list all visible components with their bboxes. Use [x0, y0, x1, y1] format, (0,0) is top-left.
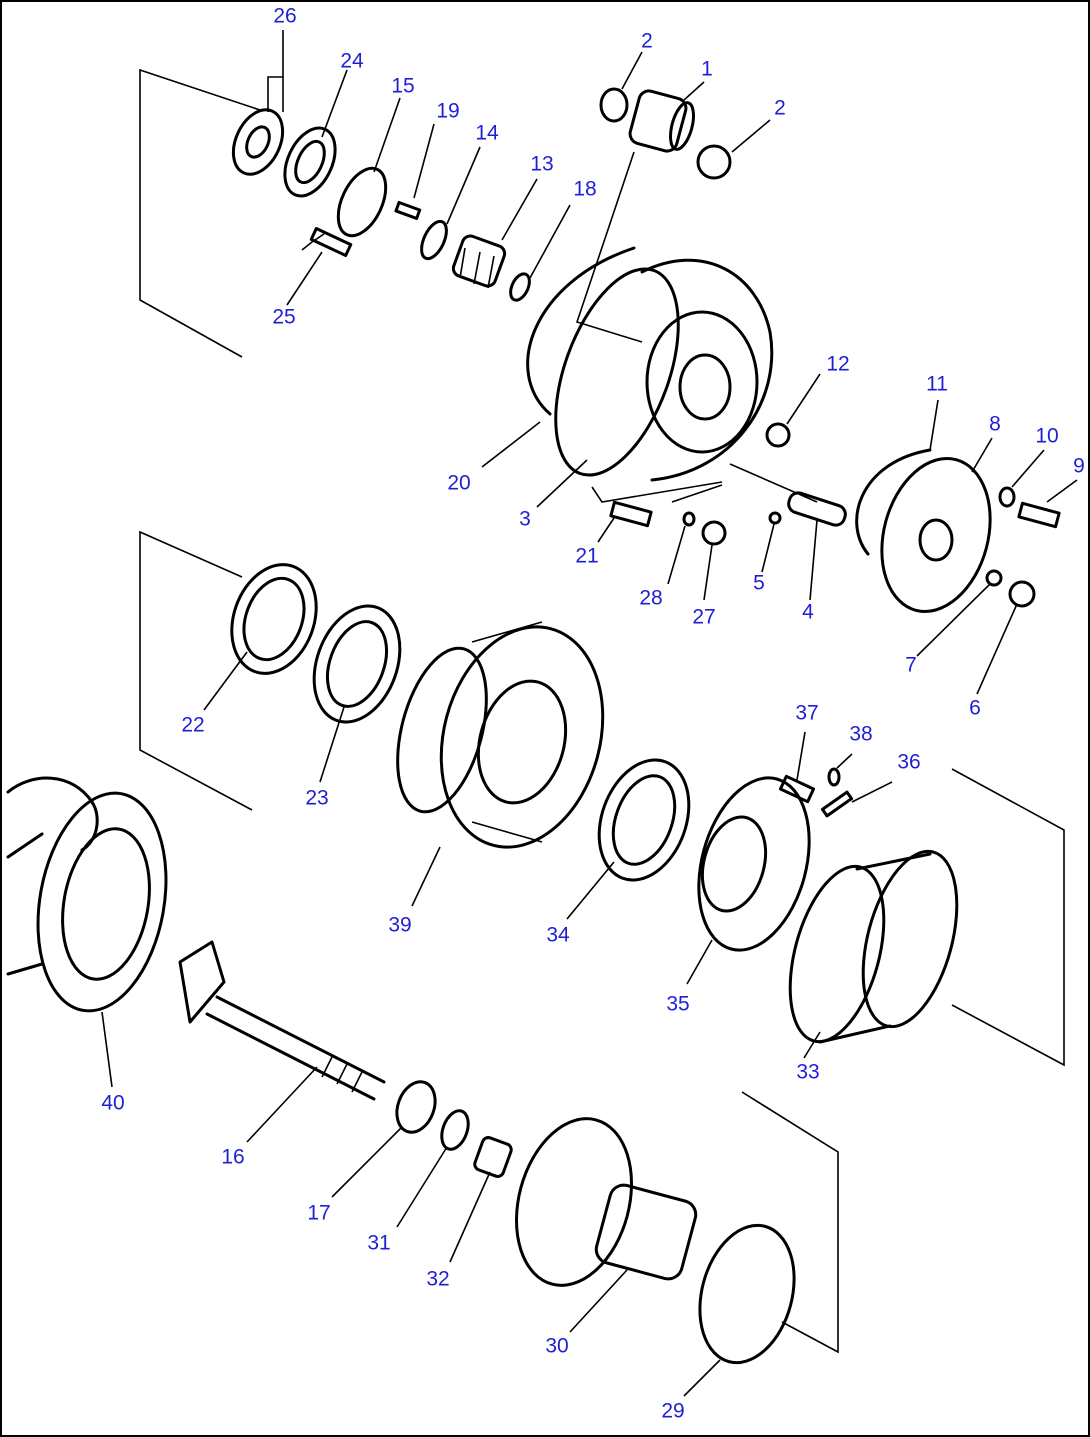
- callout-1: 1: [701, 58, 713, 81]
- part-nut-2-top: [599, 87, 629, 123]
- callout-18: 18: [573, 178, 596, 201]
- part-plug-6: [1008, 580, 1036, 608]
- part-ring-gear-hub-35: [697, 776, 811, 952]
- callout-10: 10: [1035, 425, 1058, 448]
- callout-22: 22: [181, 714, 204, 737]
- callout-39: 39: [388, 914, 411, 937]
- callout-labels: 1 2 2 3 4 5 6 7 8 9 10 11 12 13 14 15 16…: [101, 5, 1085, 1423]
- callout-2-right: 2: [774, 97, 786, 120]
- part-nut-2-right: [696, 144, 732, 180]
- assembly-frame-lines: [139, 68, 1065, 1354]
- callout-40: 40: [101, 1092, 124, 1115]
- callout-21: 21: [575, 545, 598, 568]
- callout-32: 32: [426, 1268, 449, 1291]
- part-wheel-hub-39: [396, 621, 605, 849]
- part-axle-housing-40: [6, 776, 168, 1013]
- part-pin-19: [394, 200, 422, 220]
- callout-12: 12: [826, 353, 849, 376]
- part-bearing-34: [597, 758, 691, 882]
- part-planet-gear-1: [628, 89, 695, 153]
- callout-35: 35: [666, 993, 689, 1016]
- callout-9: 9: [1073, 455, 1085, 478]
- callout-38: 38: [849, 723, 872, 746]
- part-nut-27: [701, 520, 727, 546]
- callout-29: 29: [661, 1400, 684, 1423]
- callout-13: 13: [530, 153, 553, 176]
- part-ring-31: [440, 1109, 470, 1151]
- part-bolt-37: [778, 774, 816, 804]
- part-washer-15: [336, 166, 388, 238]
- part-seal-22: [230, 563, 318, 675]
- callout-2-top: 2: [641, 30, 653, 53]
- part-washer-10: [998, 486, 1016, 508]
- part-o-ring-29: [698, 1223, 796, 1365]
- part-ring-gear-33: [788, 849, 959, 1044]
- part-o-ring-20: [526, 246, 636, 416]
- callout-25: 25: [272, 306, 295, 329]
- callout-26: 26: [273, 5, 296, 28]
- callout-31: 31: [367, 1232, 390, 1255]
- callout-3: 3: [519, 508, 531, 531]
- callout-5: 5: [753, 572, 765, 595]
- callout-23: 23: [305, 787, 328, 810]
- callout-17: 17: [307, 1202, 330, 1225]
- part-shaft-4: [787, 491, 847, 527]
- part-ring-14: [420, 219, 448, 261]
- part-nut-17: [395, 1080, 437, 1134]
- part-axle-shaft-16: [178, 940, 386, 1101]
- part-bolt-9: [1017, 501, 1061, 529]
- callout-28: 28: [639, 587, 662, 610]
- callout-6: 6: [969, 697, 981, 720]
- part-pin-28: [682, 511, 696, 527]
- part-roller-13: [451, 234, 507, 289]
- callout-15: 15: [391, 75, 414, 98]
- callout-33: 33: [796, 1061, 819, 1084]
- callout-20: 20: [447, 472, 470, 495]
- callout-24: 24: [340, 50, 364, 73]
- part-bearing-24: [283, 126, 337, 198]
- part-nut-12: [765, 422, 791, 448]
- part-lock-plate: [231, 108, 285, 176]
- callout-37: 37: [795, 702, 818, 725]
- part-bolt-25: [309, 227, 353, 257]
- callout-34: 34: [546, 924, 570, 947]
- part-pin-36: [820, 790, 854, 818]
- part-ball-5: [768, 511, 782, 525]
- callout-27: 27: [692, 606, 715, 629]
- leader-lines: [101, 30, 1078, 1397]
- callout-14: 14: [475, 122, 499, 145]
- callout-4: 4: [802, 601, 814, 624]
- callout-8: 8: [989, 413, 1001, 436]
- part-washer-38: [827, 767, 841, 787]
- callout-7: 7: [905, 654, 917, 677]
- callout-36: 36: [897, 751, 920, 774]
- callout-19: 19: [436, 100, 459, 123]
- callout-11: 11: [926, 373, 948, 396]
- part-coupling-30: [514, 1117, 698, 1287]
- part-cover-8: [880, 456, 992, 614]
- callout-16: 16: [221, 1146, 244, 1169]
- part-snap-ring-18: [509, 272, 531, 302]
- part-ball-7: [985, 569, 1003, 587]
- part-carrier-housing-3: [554, 258, 774, 482]
- part-bearing-23: [312, 604, 402, 724]
- part-bushing-32: [473, 1136, 513, 1178]
- part-bolt-21: [609, 500, 653, 528]
- callout-30: 30: [545, 1335, 568, 1358]
- part-o-ring-11: [855, 448, 932, 556]
